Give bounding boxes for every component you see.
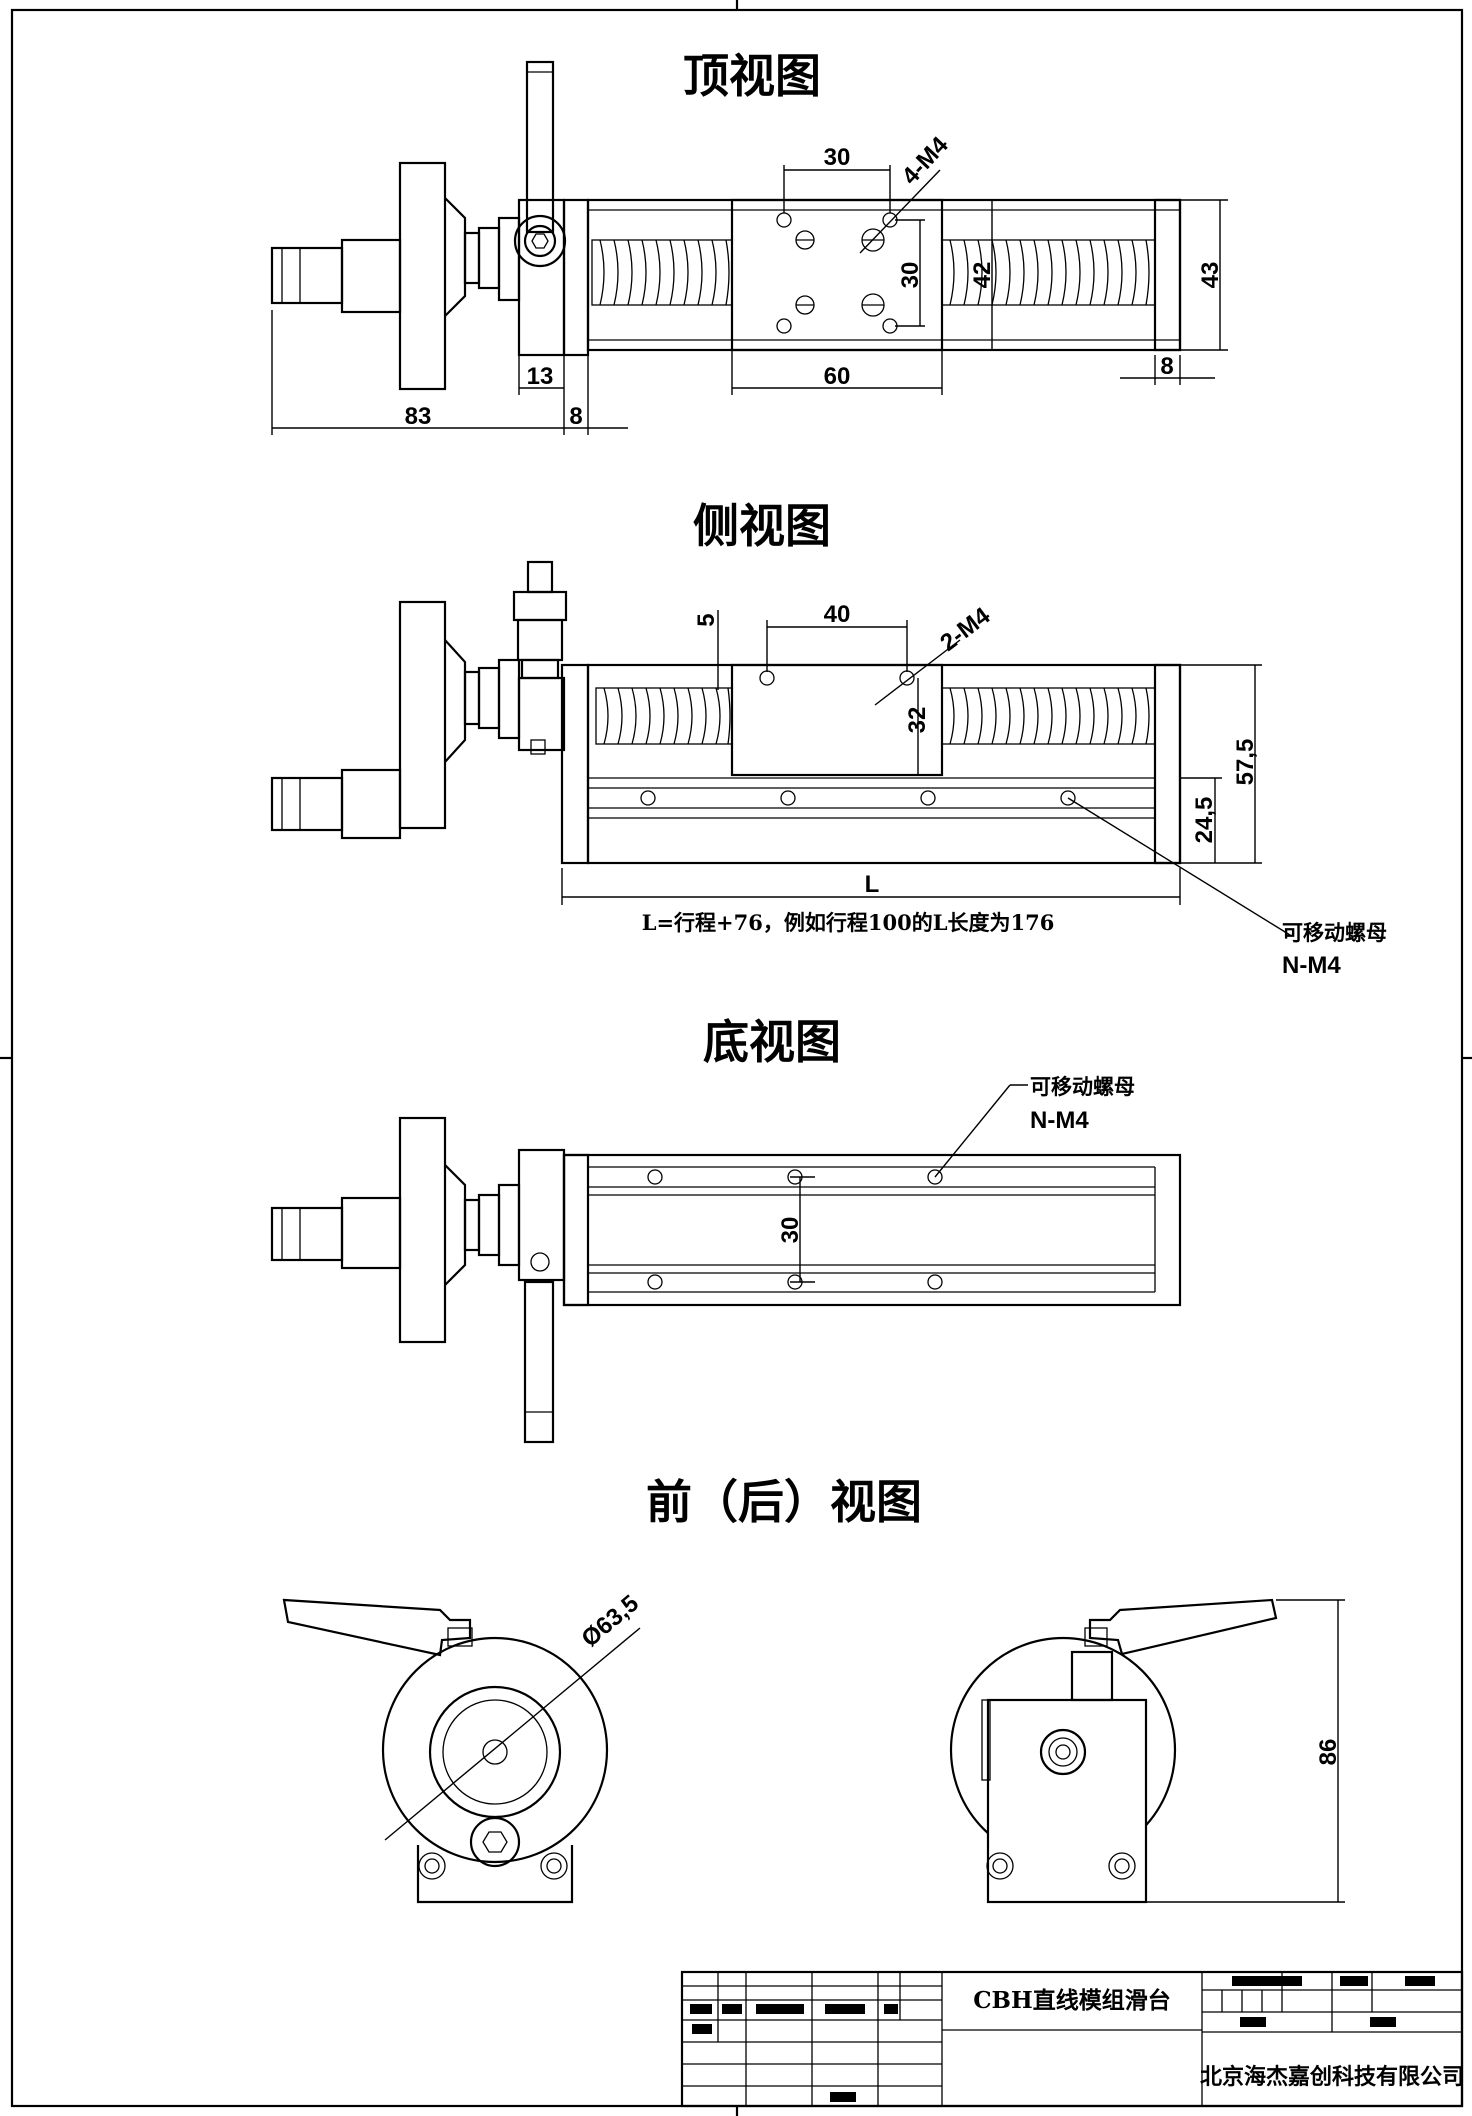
nut-label-side-line1: 可移动螺母 (1282, 920, 1387, 945)
side-view: 5 40 2-M4 32 57,5 24,5 L L=行程+76，例如行程100… (270, 560, 1387, 979)
side-dimensions (561, 610, 1291, 936)
dim-bottom-30: 30 (777, 1217, 804, 1244)
dim-front-dia: Ø63,5 (577, 1590, 644, 1653)
bottom-dimensions (790, 1084, 1028, 1283)
dim-top-83: 83 (405, 403, 432, 430)
dim-top-30b: 30 (897, 262, 924, 289)
dim-top-43: 43 (1197, 262, 1224, 289)
screw-thread-left (599, 239, 730, 306)
top-view: 30 4-M4 30 42 43 60 13 8 8 83 (270, 60, 1228, 435)
dim-top-42: 42 (969, 262, 996, 289)
title-block-product: CBH直线模组滑台 (973, 1987, 1170, 2014)
dim-top-60: 60 (824, 363, 851, 390)
nut-label-bottom-line1: 可移动螺母 (1030, 1074, 1135, 1099)
nut-label-side-line2: N-M4 (1282, 952, 1341, 979)
nut-label-bottom-line2: N-M4 (1030, 1107, 1089, 1134)
dim-side-575: 57,5 (1232, 739, 1259, 786)
top-view-title: 顶视图 (683, 49, 821, 103)
front-view-right (949, 1598, 1345, 1904)
dim-top-30a: 30 (824, 144, 851, 171)
side-stroke-note: L=行程+76，例如行程100的L长度为176 (642, 910, 1055, 935)
screw-thread-right (949, 239, 1150, 306)
title-block-header-marks (690, 1976, 1435, 2102)
dim-side-32: 32 (904, 707, 931, 734)
bottom-view-title: 底视图 (703, 1015, 841, 1069)
dim-top-13: 13 (527, 363, 554, 390)
top-dimensions (271, 165, 1228, 435)
front-view-title: 前（后）视图 (646, 1475, 922, 1529)
dim-top-4m4: 4-M4 (897, 131, 954, 190)
title-block (680, 1970, 1464, 2108)
front-view-left (282, 1598, 641, 1904)
bottom-view: 30 可移动螺母 N-M4 (270, 1074, 1182, 1444)
dim-side-5: 5 (693, 613, 720, 626)
dim-top-8a: 8 (569, 403, 582, 430)
dim-front-86: 86 (1315, 1739, 1342, 1766)
dim-top-8b: 8 (1160, 353, 1173, 380)
side-view-title: 侧视图 (693, 499, 831, 553)
dim-side-40: 40 (824, 601, 851, 628)
title-block-company: 北京海杰嘉创科技有限公司 (1200, 2064, 1464, 2090)
dim-side-2m4: 2-M4 (935, 602, 995, 657)
dim-side-245: 24,5 (1191, 797, 1218, 844)
dim-side-L: L (865, 871, 880, 898)
